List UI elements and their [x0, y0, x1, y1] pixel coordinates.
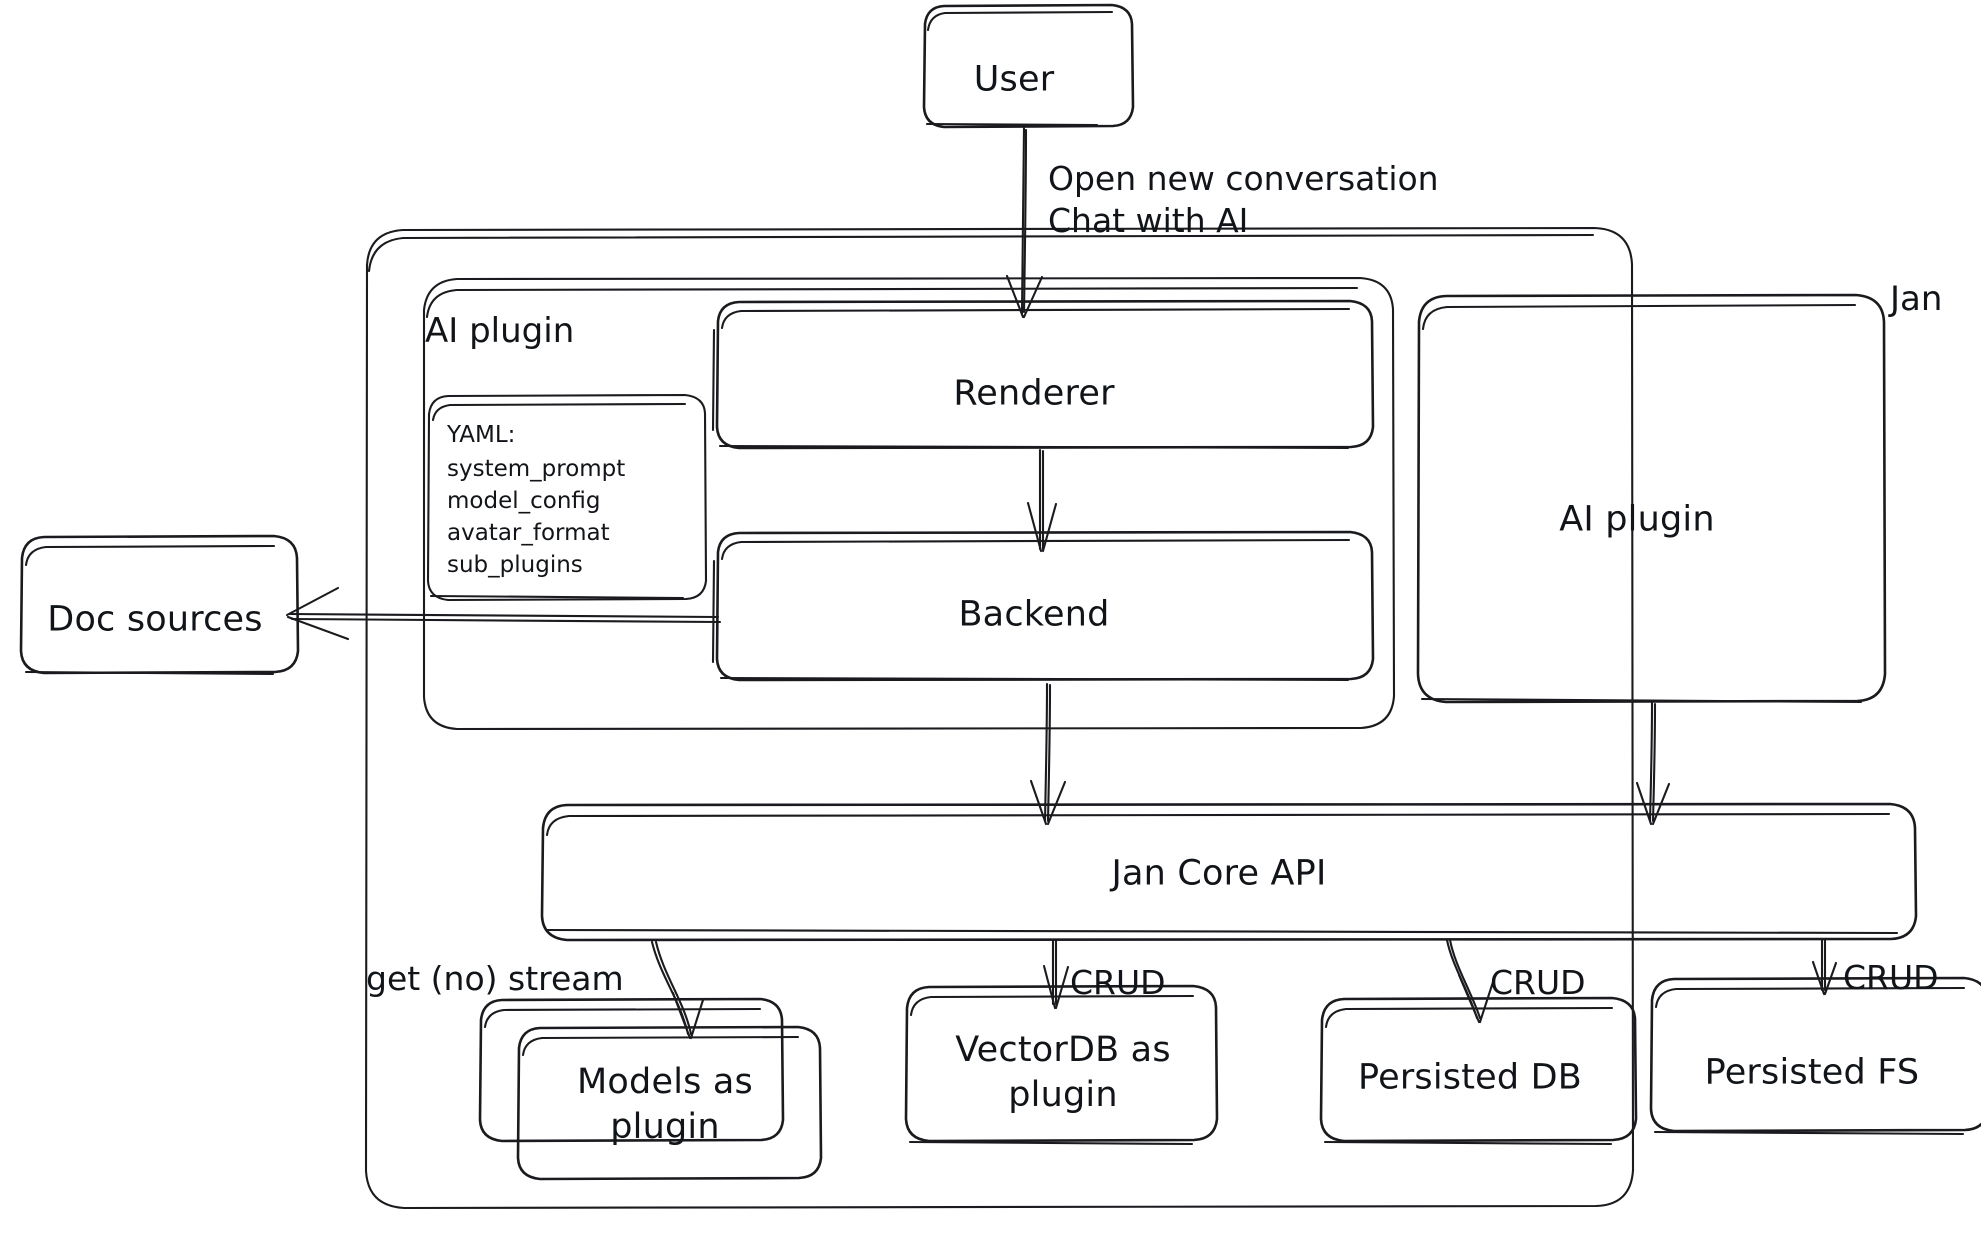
- edge-core-to-models: [650, 940, 705, 1040]
- node-vectordb-plugin[interactable]: [904, 984, 1219, 1146]
- edge-backend-to-core: [1029, 682, 1067, 826]
- edge-backend-to-doc-sources: [285, 586, 722, 641]
- node-persisted-fs[interactable]: [1649, 976, 1981, 1136]
- group-ai-plugin: [422, 276, 1396, 731]
- group-jan: [364, 226, 1635, 1210]
- edge-core-to-persisted-fs: [1811, 938, 1838, 996]
- node-yaml-card: [426, 393, 708, 602]
- edge-core-to-persisted-db: [1445, 938, 1495, 1024]
- node-doc-sources[interactable]: [19, 534, 300, 676]
- edge-user-to-renderer: [1005, 126, 1044, 319]
- edge-aiplugin-to-core: [1635, 701, 1671, 826]
- edge-core-to-vectordb: [1042, 938, 1070, 1010]
- node-ai-plugin-box[interactable]: [1416, 293, 1887, 704]
- node-user[interactable]: [922, 3, 1135, 129]
- node-persisted-db[interactable]: [1319, 996, 1638, 1146]
- node-backend[interactable]: [711, 530, 1375, 682]
- node-models-plugin[interactable]: [478, 997, 823, 1181]
- node-renderer[interactable]: [711, 299, 1375, 450]
- edge-renderer-to-backend: [1026, 448, 1058, 553]
- node-jan-core-api[interactable]: [540, 802, 1918, 942]
